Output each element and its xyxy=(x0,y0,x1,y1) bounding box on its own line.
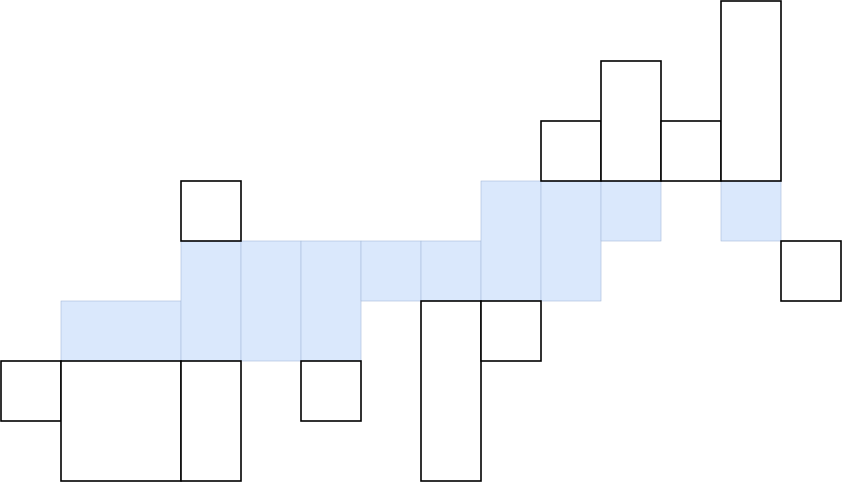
outlined-block xyxy=(180,360,242,482)
outlined-block xyxy=(0,360,62,422)
highlight-cell xyxy=(480,180,542,302)
outlined-block xyxy=(60,360,182,482)
highlight-cell xyxy=(600,180,662,242)
highlight-cell xyxy=(360,240,422,302)
outlined-block xyxy=(180,180,242,242)
outlined-block xyxy=(660,120,722,182)
highlight-cell xyxy=(240,240,302,362)
highlighted-cells xyxy=(60,180,782,362)
highlight-cell xyxy=(720,180,782,242)
outlined-block xyxy=(600,60,662,182)
outlined-block xyxy=(720,0,782,182)
outlined-block xyxy=(300,360,362,422)
outlined-block xyxy=(420,300,482,482)
highlight-cell xyxy=(180,240,242,362)
highlight-cell xyxy=(300,240,362,362)
highlight-cell xyxy=(420,240,482,302)
outlined-block xyxy=(480,300,542,362)
highlight-cell xyxy=(540,180,602,302)
outlined-block xyxy=(780,240,842,302)
highlight-cell xyxy=(60,300,182,362)
outlined-block xyxy=(540,120,602,182)
